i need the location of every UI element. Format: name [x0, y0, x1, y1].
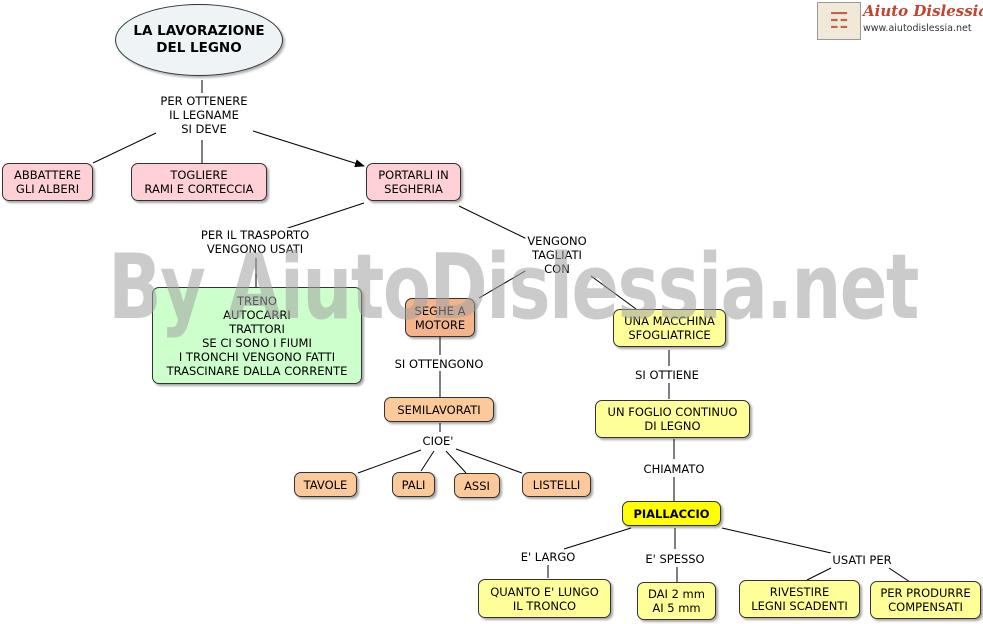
node-togliere: TOGLIERE RAMI E CORTECCIA [131, 163, 267, 201]
node-lungo: QUANTO E' LUNGO IL TRONCO [478, 579, 611, 618]
logo: ☶ Aiuto Dislessia www.aiutodislessia.net [817, 2, 983, 40]
node-tavole: TAVOLE [294, 472, 357, 497]
link-vengono-tagliati: VENGONO TAGLIATI CON [525, 234, 589, 276]
node-seghe: SEGHE A MOTORE [405, 298, 475, 337]
link-usati-per: USATI PER [830, 553, 894, 567]
node-pali: PALI [392, 472, 435, 497]
node-assi: ASSI [454, 473, 500, 498]
node-trasporto: TRENO AUTOCARRI TRATTORI SE CI SONO I FI… [152, 287, 362, 384]
link-per-trasporto: PER IL TRASPORTO VENGONO USATI [198, 228, 312, 256]
node-abbattere: ABBATTERE GLI ALBERI [2, 163, 93, 201]
logo-url: www.aiutodislessia.net [863, 23, 972, 34]
link-si-ottengono: SI OTTENGONO [392, 357, 486, 371]
book-icon: ☶ [817, 2, 861, 40]
link-per-ottenere: PER OTTENERE IL LEGNAME SI DEVE [158, 94, 250, 136]
node-semilavorati: SEMILAVORATI [384, 397, 494, 422]
title-node: LA LAVORAZIONE DEL LEGNO [115, 4, 283, 76]
node-spesso: DAI 2 mm AI 5 mm [637, 582, 716, 620]
node-compensati: PER PRODURRE COMPENSATI [870, 581, 981, 619]
node-portarli: PORTARLI IN SEGHERIA [366, 163, 461, 201]
node-listelli: LISTELLI [522, 472, 591, 497]
link-cioe: CIOE' [420, 434, 456, 448]
node-macchina: UNA MACCHINA SFOGLIATRICE [613, 309, 726, 347]
link-si-ottiene: SI OTTIENE [633, 368, 701, 382]
link-e-largo: E' LARGO [518, 550, 578, 564]
node-foglio: UN FOGLIO CONTINUO DI LEGNO [595, 400, 750, 438]
logo-name: Aiuto Dislessia [863, 2, 983, 20]
node-piallaccio: PIALLACCIO [622, 501, 721, 526]
node-rivestire: RIVESTIRE LEGNI SCADENTI [739, 580, 860, 618]
link-chiamato: CHIAMATO [641, 462, 707, 476]
link-e-spesso: E' SPESSO [643, 552, 707, 566]
